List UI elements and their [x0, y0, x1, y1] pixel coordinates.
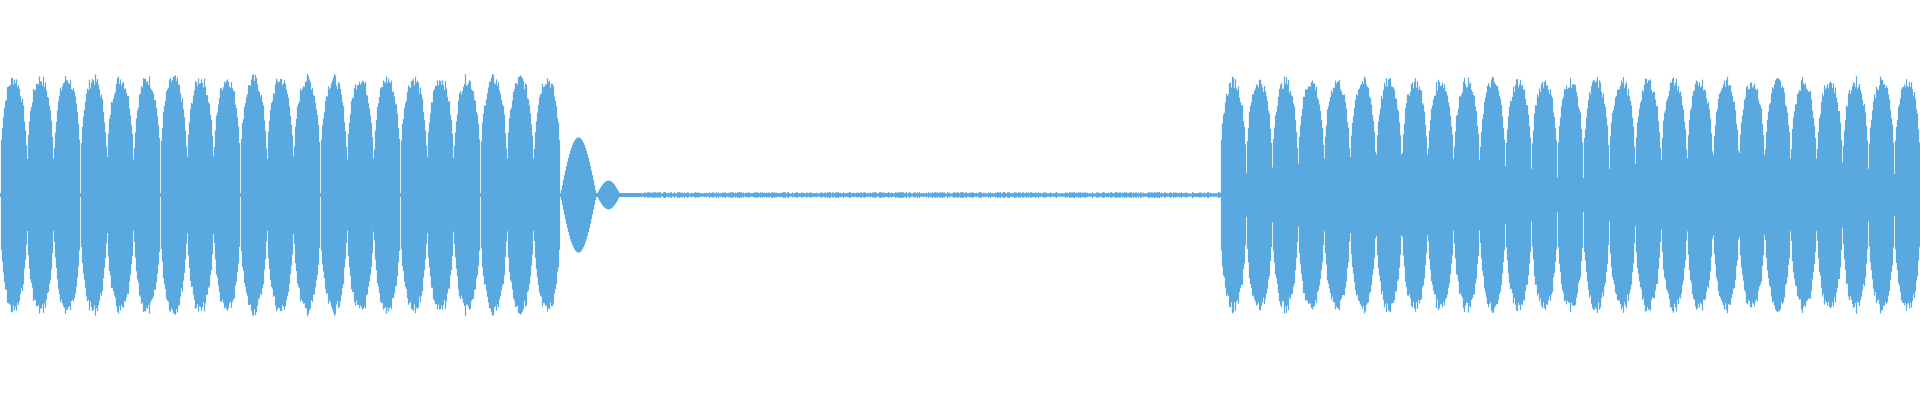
- waveform-group: [0, 73, 1920, 317]
